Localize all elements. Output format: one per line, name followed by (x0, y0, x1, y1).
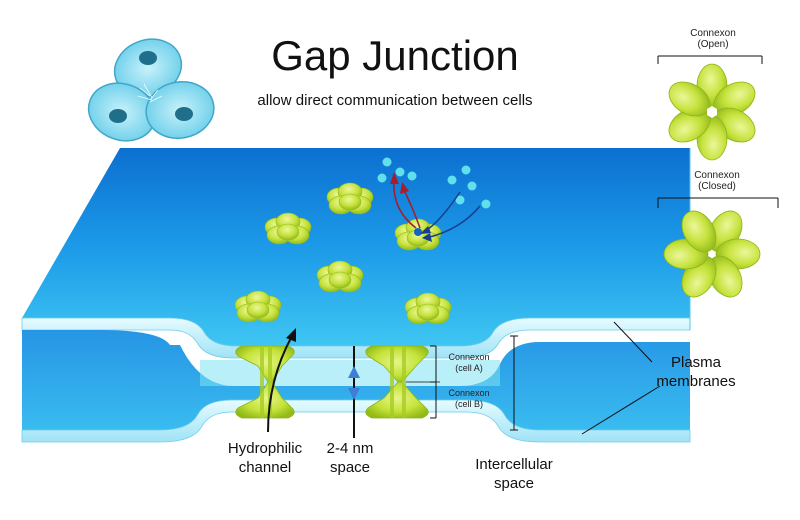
connexon-open-icon (657, 55, 763, 161)
channel-left (235, 345, 295, 419)
intercellular-label-line1: Intercellular (475, 456, 553, 473)
connexon-closed-label: Connexon (694, 170, 740, 181)
signal-molecules (377, 157, 491, 242)
membrane-top (21, 148, 691, 359)
cell-b-label-line1: Connexon (448, 388, 490, 398)
plasma-pointers (581, 321, 661, 435)
space-marker (348, 346, 360, 438)
connexon-brackets (406, 345, 440, 419)
plasma-label-line2: membranes (656, 373, 736, 390)
membrane-bottom (21, 330, 691, 443)
page-title: Gap Junction (271, 32, 519, 79)
cell-b-label-line2: (cell B) (454, 399, 483, 409)
connexon-open-label: Connexon (690, 28, 736, 39)
channel-right (365, 345, 429, 419)
page-subtitle: allow direct communication between cells (257, 92, 533, 109)
cell-a-label-line2: (cell A) (455, 363, 483, 373)
intercellular-bracket (510, 335, 518, 431)
space-label-line2: space (329, 459, 371, 476)
connexon-closed-state: (Closed) (698, 181, 736, 192)
connexon-closed-icon (657, 197, 779, 304)
hydrophilic-label-line1: Hydrophilic (227, 440, 303, 457)
connexon-open-state: (Open) (697, 39, 729, 50)
plasma-label-line1: Plasma (670, 354, 722, 371)
space-label-line1: 2-4 nm (326, 440, 374, 457)
intercellular-label-line2: space (493, 475, 535, 492)
hydrophilic-label-line2: channel (238, 459, 292, 476)
hydrophilic-arrow (267, 328, 296, 433)
cell-a-label-line1: Connexon (448, 352, 490, 362)
cells-icon (87, 38, 215, 142)
